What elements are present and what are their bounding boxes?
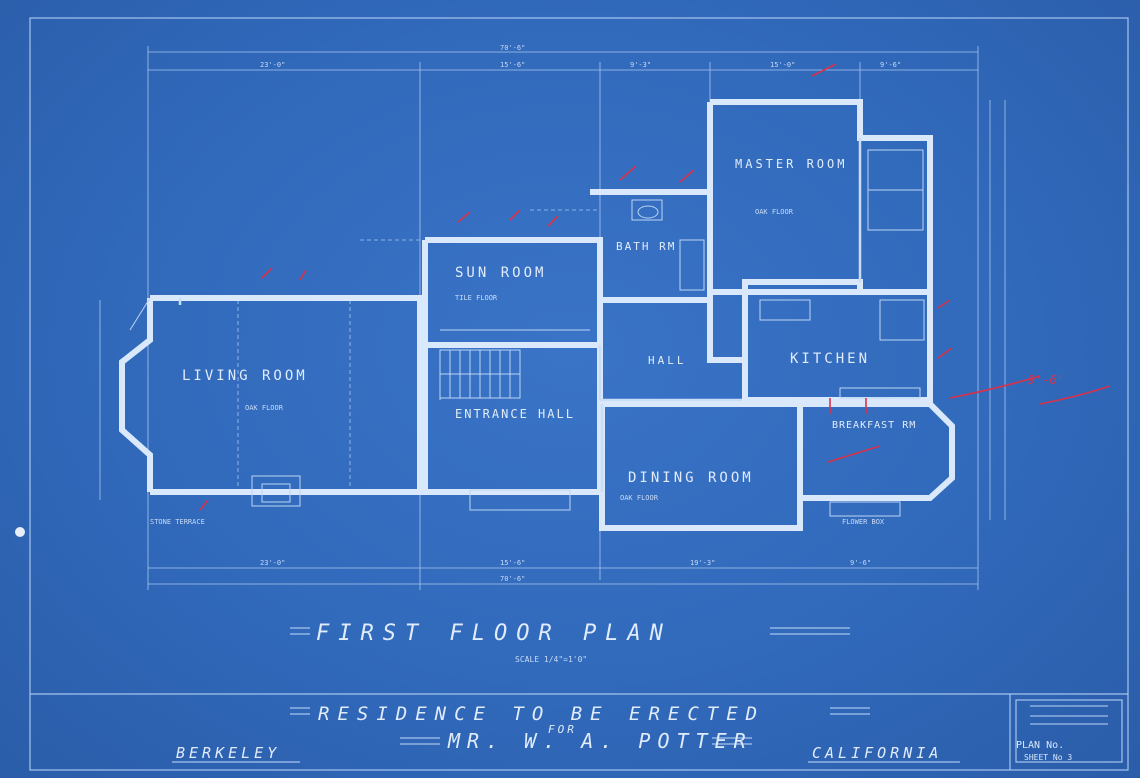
room-label-sun: SUN ROOM [455, 265, 546, 281]
room-label-hall: HALL [648, 354, 687, 367]
svg-text:9'-6": 9'-6" [880, 61, 901, 69]
stamp-block: PLAN No. SHEET No 3 [1015, 699, 1123, 763]
svg-text:9'-6": 9'-6" [850, 559, 871, 567]
room-label-kitchen: KITCHEN [790, 351, 870, 367]
svg-text:23'-0": 23'-0" [260, 61, 285, 69]
room-label-dining: DINING ROOM [628, 470, 754, 486]
sheet-border [29, 17, 1129, 771]
room-label-entrance-hall: ENTRANCE HALL [455, 407, 575, 421]
svg-text:15'-6": 15'-6" [500, 61, 525, 69]
note-flower-box: FLOWER BOX [842, 518, 885, 526]
svg-text:15'-6": 15'-6" [500, 559, 525, 567]
note-oak-floor-living: OAK FLOOR [245, 404, 284, 412]
plan-title-group: FIRST FLOOR PLAN SCALE 1/4"=1'0" [290, 621, 850, 664]
room-label-breakfast: BREAKFAST RM [832, 420, 916, 431]
svg-text:70'-6": 70'-6" [500, 575, 525, 583]
title-block: RESIDENCE TO BE ERECTED FOR MR. W. A. PO… [172, 703, 960, 763]
note-oak-floor-dining: OAK FLOOR [620, 494, 659, 502]
svg-text:9'-3": 9'-3" [630, 61, 651, 69]
sheet-number: SHEET No 3 [1024, 753, 1072, 762]
city-name: BERKELEY [176, 744, 280, 762]
for-text: FOR [548, 723, 577, 736]
plan-no-label: PLAN No. [1016, 740, 1064, 751]
note-tile-floor-sun: TILE FLOOR [455, 294, 498, 302]
residence-heading: RESIDENCE TO BE ERECTED [318, 703, 765, 725]
fireplace [251, 475, 301, 507]
room-label-living: LIVING ROOM [182, 368, 308, 384]
kitchen-walls [742, 289, 933, 403]
room-labels: LIVING ROOM SUN ROOM BATH RM MASTER ROOM… [182, 157, 916, 486]
room-label-master: MASTER ROOM [735, 157, 847, 171]
svg-text:15'-0": 15'-0" [770, 61, 795, 69]
svg-text:19'-3": 19'-3" [690, 559, 715, 567]
red-markup: 9'-6" [199, 63, 1111, 511]
sun-room-walls [422, 237, 603, 348]
svg-text:23'-0": 23'-0" [260, 559, 285, 567]
living-room-walls [119, 295, 423, 507]
red-dimension-note: 9'-6" [1028, 373, 1064, 387]
state-name: CALIFORNIA [812, 744, 942, 762]
dimension-lines [99, 46, 1006, 590]
floor-notes: OAK FLOOR TILE FLOOR OAK FLOOR OAK FLOOR… [150, 208, 885, 526]
plan-scale: SCALE 1/4"=1'0" [515, 655, 587, 664]
hall-walls [598, 297, 748, 402]
svg-text:70'-6": 70'-6" [500, 44, 525, 52]
dimension-text: 70'-6" 23'-0" 15'-6" 9'-3" 15'-0" 9'-6" … [260, 44, 901, 583]
note-stone-terrace: STONE TERRACE [150, 518, 205, 526]
punch-hole [15, 527, 25, 537]
stair [439, 349, 521, 399]
note-oak-floor-master: OAK FLOOR [755, 208, 794, 216]
dining-room-walls [599, 401, 803, 531]
owner-name: MR. W. A. POTTER [447, 729, 753, 753]
entrance-hall-walls [422, 342, 603, 511]
master-room-walls [707, 99, 933, 295]
room-label-bath: BATH RM [616, 240, 676, 253]
plan-title: FIRST FLOOR PLAN [316, 621, 672, 646]
entry-steps [469, 489, 571, 511]
